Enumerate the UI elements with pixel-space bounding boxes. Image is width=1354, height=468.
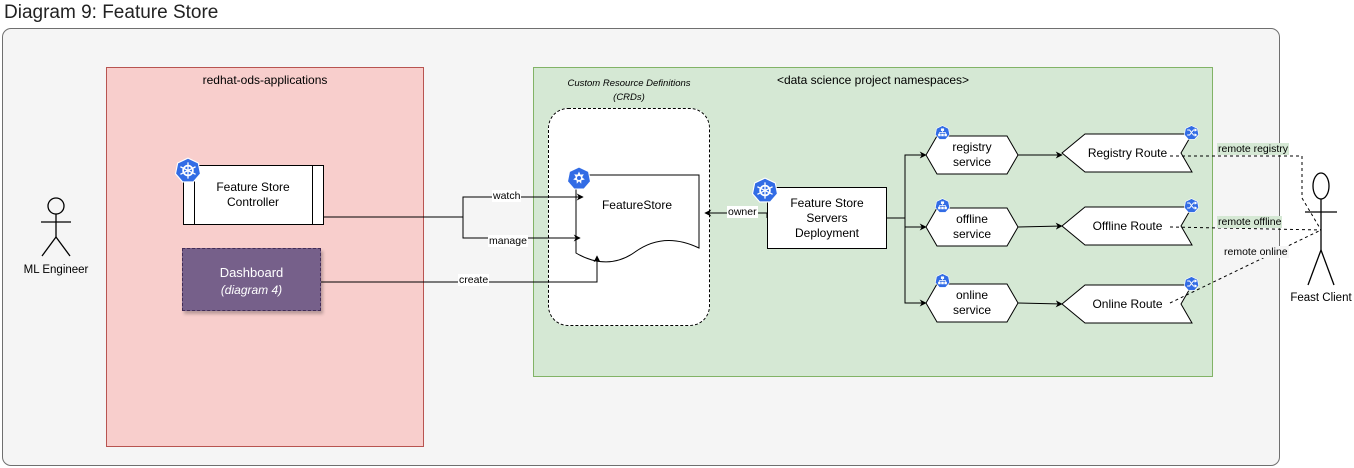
online-route-label: Online Route <box>1092 297 1163 311</box>
online-service-label: online service <box>926 288 1018 318</box>
edge-label-manage: manage <box>488 235 528 247</box>
service-icon <box>935 198 950 213</box>
kubernetes-icon <box>752 177 778 203</box>
edge-label-create: create <box>458 274 490 286</box>
route-icon <box>1184 276 1199 291</box>
ml-engineer-label: ML Engineer <box>23 264 89 276</box>
offline-route-label: Offline Route <box>1092 219 1163 233</box>
edge-label-watch: watch <box>492 190 522 202</box>
feature-store-controller <box>183 165 324 225</box>
route-icon <box>1184 198 1199 213</box>
featurestore-label: FeatureStore <box>601 198 673 212</box>
dashboard-sublabel: (diagram 4) <box>220 283 283 297</box>
edge-offline-svc-route <box>1017 222 1063 230</box>
diagram-title: Diagram 9: Feature Store <box>4 2 219 23</box>
kubernetes-icon <box>175 157 201 183</box>
crd-label-line1: Custom Resource Definitions <box>567 78 691 89</box>
feast-client-label: Feast Client <box>1290 292 1352 304</box>
dashboard-label: Dashboard <box>219 265 284 280</box>
registry-route-label: Registry Route <box>1087 146 1168 160</box>
crd-group-label: Custom Resource Definitions (CRDs) <box>548 77 710 105</box>
feature-store-servers-deployment <box>767 187 887 249</box>
edge-label-remote-online: remote online <box>1223 246 1289 258</box>
namespace-redhat-ods-applications <box>106 67 424 447</box>
edge-online-svc-route <box>1017 300 1063 308</box>
namespace-apps-label: redhat-ods-applications <box>202 73 328 87</box>
offline-service-label: offline service <box>926 212 1018 242</box>
controller-label: Feature Store Controller <box>200 180 306 210</box>
ml-engineer-actor <box>41 197 71 257</box>
deployment-label-line2: Servers <box>806 211 848 225</box>
edge-remote-online <box>1169 229 1322 304</box>
online-service-line2: service <box>952 303 991 317</box>
edge-label-remote-offline: remote offline <box>1217 216 1283 228</box>
edge-deploy-online <box>904 227 927 307</box>
online-service-line1: online <box>955 288 989 302</box>
edge-manage <box>462 217 581 242</box>
controller-label-line2: Controller <box>226 195 280 209</box>
deployment-label: Feature Store Servers Deployment <box>767 196 887 241</box>
edge-create <box>321 255 601 283</box>
service-icon <box>935 125 950 140</box>
feast-client-actor <box>1305 172 1337 286</box>
edge-watch <box>324 193 584 218</box>
crd-icon <box>567 166 591 190</box>
registry-service-line1: registry <box>952 140 992 154</box>
edge-label-owner: owner <box>727 206 758 218</box>
controller-label-line1: Feature Store <box>216 180 290 194</box>
edge-owner <box>704 209 768 218</box>
featurestore-document <box>575 174 700 263</box>
edge-label-remote-registry: remote registry <box>1217 143 1290 155</box>
edge-deploy-offline <box>904 218 927 231</box>
deployment-label-line1: Feature Store <box>790 196 864 210</box>
offline-service-line2: service <box>952 227 991 241</box>
edge-remote-offline <box>1169 226 1322 231</box>
offline-service-line1: offline <box>956 212 988 226</box>
deployment-label-line3: Deployment <box>794 226 860 240</box>
route-icon <box>1184 125 1199 140</box>
service-icon <box>935 273 950 288</box>
crd-label-line2: (CRDs) <box>613 92 645 103</box>
registry-service-line2: service <box>952 155 991 169</box>
edge-remote-registry <box>1170 155 1322 231</box>
registry-service-label: registry service <box>926 140 1018 170</box>
edge-deploy-registry <box>887 151 927 219</box>
namespace-data-science-label: <data science project namespaces> <box>776 73 970 87</box>
dashboard-node <box>182 248 321 311</box>
